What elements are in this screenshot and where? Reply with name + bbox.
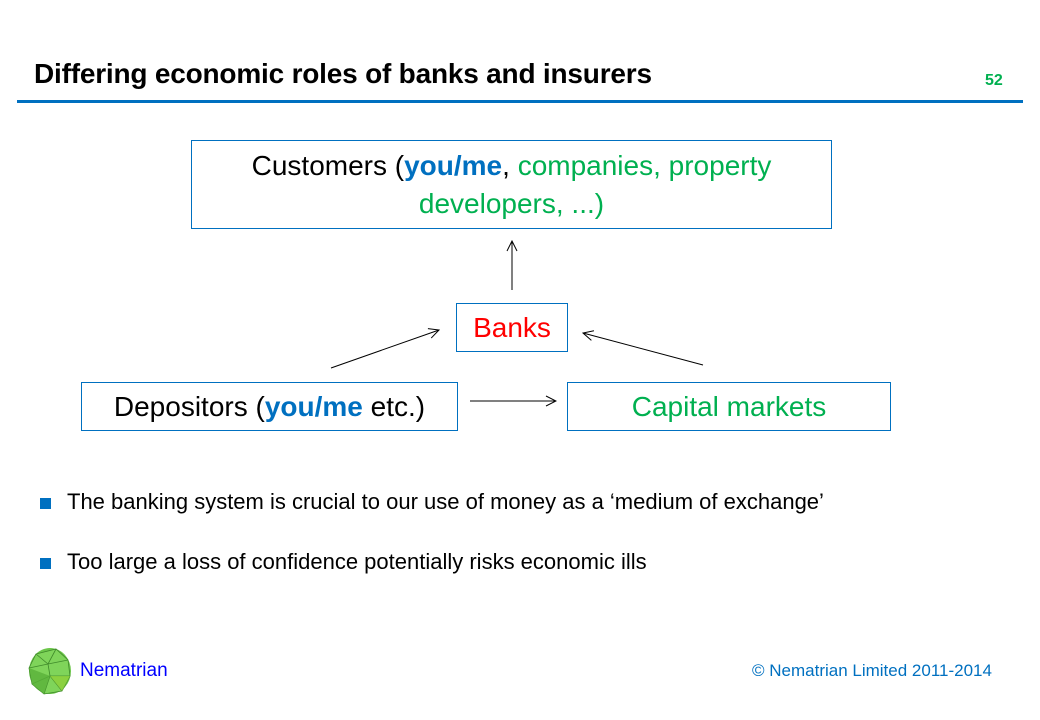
banks-label: Banks: [473, 311, 551, 343]
banks-box: Banks: [456, 303, 568, 352]
footer-brand: Nematrian: [80, 660, 168, 681]
square-bullet-icon: [40, 558, 51, 569]
capital-markets-label: Capital markets: [631, 390, 827, 422]
bullet-text: The banking system is crucial to our use…: [67, 489, 824, 514]
customers-youme: you/me: [404, 149, 503, 181]
depositors-youme: you/me: [264, 390, 363, 422]
footer-copyright: © Nematrian Limited 2011-2014: [752, 661, 992, 680]
slide-number: 52: [985, 72, 1003, 89]
depositors-box: Depositors (you/me etc.): [81, 382, 458, 431]
customers-others: companies, property developers: [418, 149, 772, 219]
depositors-suffix: etc.): [362, 390, 426, 422]
customers-prefix: Customers (: [251, 149, 405, 181]
bullet-item: Too large a loss of confidence potential…: [40, 547, 900, 577]
bullet-item: The banking system is crucial to our use…: [40, 487, 900, 517]
title-divider: [17, 100, 1023, 103]
arrow-capital-markets-to-banks: [583, 333, 704, 366]
bullet-text: Too large a loss of confidence potential…: [67, 549, 647, 574]
customers-sep: ,: [502, 149, 518, 181]
customers-suffix: , ...): [555, 187, 605, 219]
capital-markets-box: Capital markets: [567, 382, 891, 431]
depositors-prefix: Depositors (: [113, 390, 265, 422]
nematrian-logo-icon: [28, 648, 71, 695]
slide-title: Differing economic roles of banks and in…: [34, 58, 652, 89]
square-bullet-icon: [40, 498, 51, 509]
customers-box: Customers (you/me, companies, property d…: [191, 140, 832, 229]
bullet-list: The banking system is crucial to our use…: [40, 487, 900, 607]
arrow-depositors-to-banks: [330, 330, 439, 369]
